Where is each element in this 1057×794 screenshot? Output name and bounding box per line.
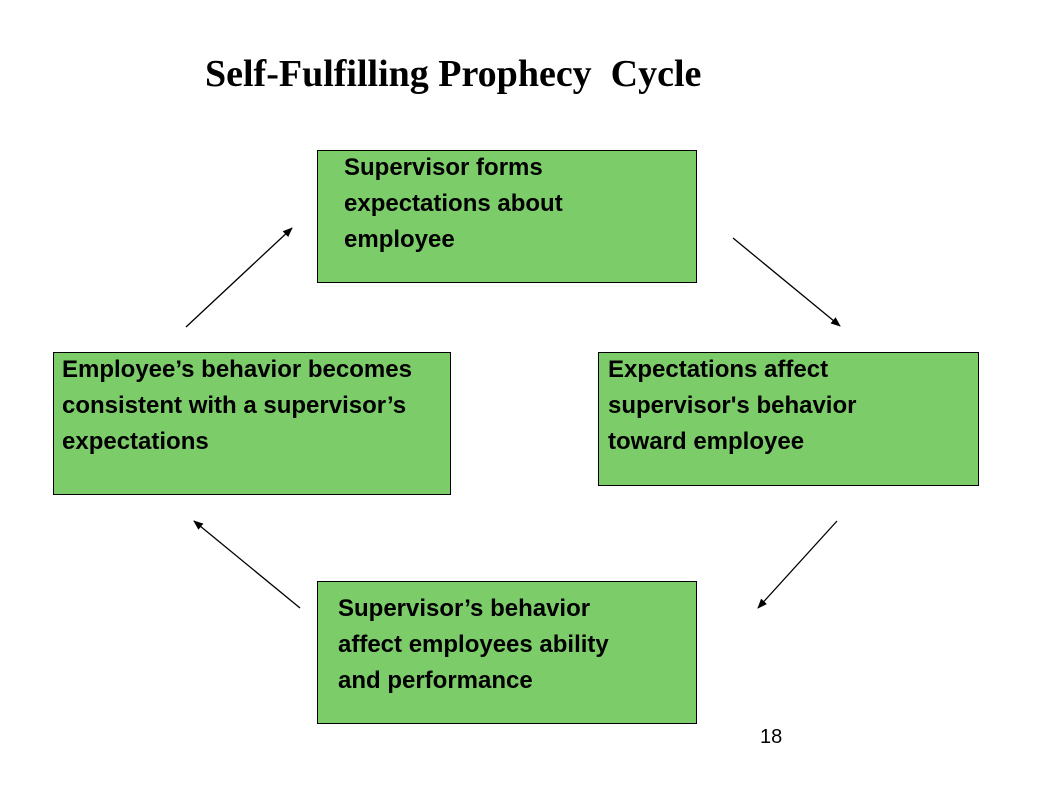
arrow-top-to-right — [732, 237, 841, 327]
box-bottom-label: Supervisor’s behavior affect employees a… — [338, 595, 609, 694]
box-right-label: Expectations affect supervisor's behavio… — [608, 356, 857, 455]
slide-title: Self-Fulfilling Prophecy Cycle — [205, 53, 702, 95]
page-number: 18 — [760, 726, 783, 748]
box-left-label: Employee’s behavior becomes consistent w… — [62, 356, 412, 455]
arrow-right-to-bottom — [757, 520, 838, 609]
arrow-left-to-top — [185, 227, 293, 328]
box-employee-behavior-consistent — [53, 352, 451, 495]
box-top-label: Supervisor forms expectations about empl… — [344, 154, 563, 253]
box-supervisor-forms-expectations — [317, 150, 697, 283]
box-behavior-affects-performance — [317, 581, 697, 724]
arrow-bottom-to-left — [193, 520, 301, 609]
box-expectations-affect-behavior — [598, 352, 979, 486]
